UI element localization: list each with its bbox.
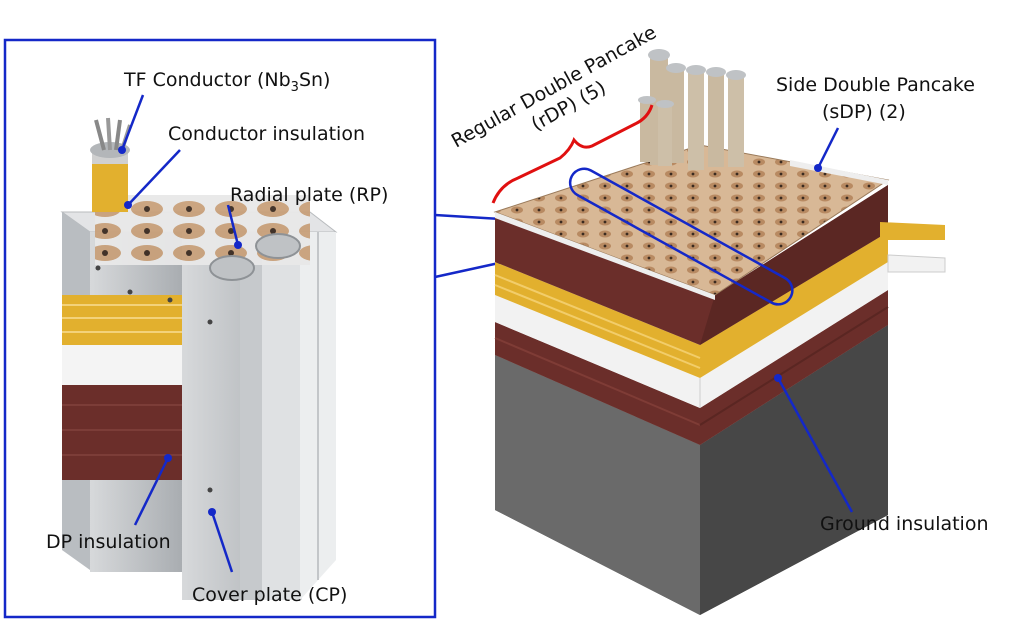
side-dp-label-line2: (sDP) (2) (822, 101, 906, 123)
rdp-bracket (491, 104, 654, 204)
white-insulation-layer (62, 345, 182, 385)
dot-icon (774, 164, 822, 382)
ground-insulation-label: Ground insulation (820, 513, 989, 535)
rdp-highlight-outline (568, 167, 794, 306)
conductor-insulation-label: Conductor insulation (168, 123, 365, 145)
inset-callouts (120, 94, 240, 573)
coil-cross-section (60, 117, 338, 600)
regular-dp-label: Regular Double Pancake (rDP) (5) (448, 21, 660, 152)
brown-insulation-layer (62, 385, 182, 480)
svg-text:Regular Double Pancake: Regular Double Pancake (448, 21, 660, 152)
yellow-insulation-layer (62, 295, 182, 345)
coil-callouts (776, 127, 854, 513)
tf-conductor-label: TF Conductor (Nb3Sn) (123, 69, 330, 95)
terminal-cylinders (638, 49, 746, 170)
side-dp-label-line1: Side Double Pancake (776, 74, 975, 96)
cover-plate-label: Cover plate (CP) (192, 584, 347, 606)
dp-insulation-label: DP insulation (46, 531, 171, 553)
winding-pack (493, 49, 946, 615)
inset-frame (3, 38, 437, 619)
dot-icon (118, 146, 242, 516)
radial-plate-label: Radial plate (RP) (230, 184, 388, 206)
